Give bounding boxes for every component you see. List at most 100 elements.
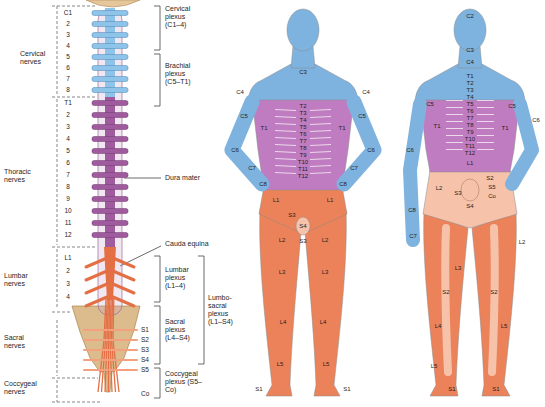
region-bracket <box>57 99 58 245</box>
level-number: 5 <box>66 147 70 154</box>
spinal-nerve <box>92 113 128 118</box>
dermatome-label: S1 <box>255 386 262 393</box>
dermatome-label: C4 <box>362 89 370 96</box>
dermatome-label: C3 <box>466 47 474 54</box>
dermatome-label: T6 <box>466 108 473 115</box>
spinal-nerve <box>92 233 128 238</box>
dermatome-label: S3 <box>288 212 295 219</box>
dermatome-line <box>446 142 463 143</box>
dermatome-line <box>310 173 331 174</box>
dermatome-label: T9 <box>466 129 473 136</box>
plexus-bracket <box>154 6 160 50</box>
spinal-nerve <box>92 221 128 226</box>
dermatome-label: T11 <box>465 143 475 150</box>
front-perineum <box>296 217 310 235</box>
dermatome-line <box>275 166 296 167</box>
dermatome-line <box>477 100 494 101</box>
dermatome-line <box>446 149 463 150</box>
dermatome-label: L4 <box>435 323 442 330</box>
dermatome-label: T1 <box>466 73 473 80</box>
dermatome-label: C6 <box>406 147 414 154</box>
dermatome-label: L1 <box>467 160 474 167</box>
leader-line <box>124 178 161 179</box>
dermatome-label: T10 <box>298 159 308 166</box>
dermatome-label: T7 <box>299 138 306 145</box>
dermatome-line <box>310 124 331 125</box>
level-number: 2 <box>66 267 70 274</box>
level-number: 7 <box>66 75 70 82</box>
dermatome-label: C8 <box>408 207 416 214</box>
dermatome-line <box>446 128 463 129</box>
sacral-nerve <box>84 339 108 341</box>
back-leg <box>424 212 468 396</box>
dermatome-line <box>310 145 331 146</box>
dermatome-label: T11 <box>298 166 308 173</box>
plexus-label: Lumbar plexus (L1–4) <box>165 266 199 290</box>
dermatome-label: T12 <box>298 173 308 180</box>
back-leg <box>472 212 516 396</box>
back-leg-strip <box>445 228 448 372</box>
dermatome-label: Co <box>488 193 496 200</box>
dermatome-label: C6 <box>231 147 239 154</box>
dermatome-label: T12 <box>465 150 475 157</box>
level-number: 7 <box>66 171 70 178</box>
front-torso <box>252 98 354 190</box>
level-number: 8 <box>66 183 70 190</box>
spinal-nerve <box>92 125 128 130</box>
level-number: S4 <box>141 356 149 363</box>
dermatome-label: L5 <box>323 361 330 368</box>
dermatome-label: S4 <box>466 203 473 210</box>
region-label: Sacral nerves <box>4 334 38 350</box>
spinal-nerve <box>92 173 128 178</box>
level-number: S1 <box>141 326 149 333</box>
dermatome-line <box>446 121 463 122</box>
back-neck <box>458 46 482 68</box>
dermatome-label: L1 <box>273 197 280 204</box>
dermatome-line <box>446 107 463 108</box>
dermatome-label: C3 <box>299 69 307 76</box>
dermatome-label: T4 <box>466 94 473 101</box>
dermatome-line <box>477 128 494 129</box>
level-number: 4 <box>66 135 70 142</box>
region-label: Coccygeal nerves <box>4 380 46 396</box>
sacral-nerve <box>84 359 108 361</box>
level-number: Co <box>141 390 149 397</box>
dermatome-line <box>477 114 494 115</box>
level-number: 6 <box>66 64 70 71</box>
dermatome-line <box>275 145 296 146</box>
level-number: S3 <box>141 346 149 353</box>
dermatome-line <box>310 110 331 111</box>
region-divider <box>52 312 72 313</box>
plexus-label: Cervical plexus (C1–4) <box>165 5 201 29</box>
structure-label: Dura mater <box>165 174 200 182</box>
spinal-nerve <box>92 209 128 214</box>
dermatome-label: T6 <box>299 131 306 138</box>
front-pelvis <box>259 186 347 234</box>
spinal-nerve <box>92 11 128 16</box>
plexus-bracket <box>154 54 160 106</box>
front-arm <box>232 102 262 184</box>
sacral-nerve <box>84 329 108 331</box>
dermatome-label: C8 <box>259 181 267 188</box>
level-number: 2 <box>66 111 70 118</box>
region-divider <box>52 402 100 403</box>
dermatome-label: T4 <box>299 117 306 124</box>
level-number: 9 <box>66 195 70 202</box>
spinal-nerve <box>113 258 134 267</box>
sacral-nerve <box>110 339 137 341</box>
dermatome-label: C5 <box>426 101 434 108</box>
back-torso <box>420 98 520 172</box>
dermatome-label: C5 <box>508 103 516 110</box>
dermatome-line <box>310 166 331 167</box>
dermatome-label: C7 <box>409 233 417 240</box>
dermatome-label: T1 <box>501 125 508 132</box>
dermatome-line <box>275 124 296 125</box>
dermatome-label: S2 <box>486 175 493 182</box>
dermatome-label: L3 <box>322 269 329 276</box>
dermatome-label: S3 <box>454 190 461 197</box>
level-number: 4 <box>66 42 70 49</box>
level-number: 6 <box>66 159 70 166</box>
cauda-strand <box>113 298 119 392</box>
dermatome-label: T1 <box>433 123 440 130</box>
spinal-nerve <box>92 137 128 142</box>
